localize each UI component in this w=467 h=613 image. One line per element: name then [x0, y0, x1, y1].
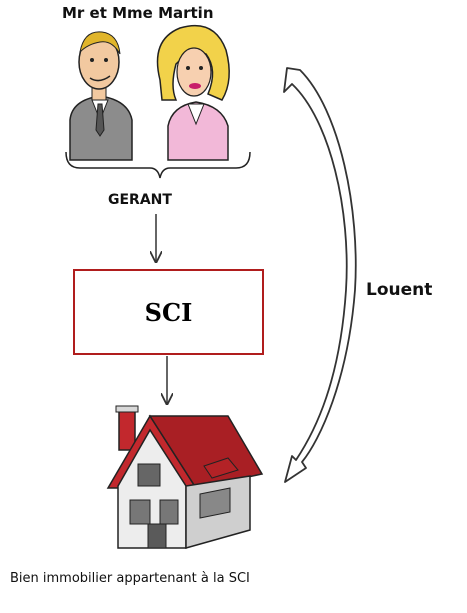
role-label: GERANT	[108, 192, 172, 208]
property-caption: Bien immobilier appartenant à la SCI	[10, 571, 250, 586]
owners-title: Mr et Mme Martin	[62, 4, 214, 22]
sci-label: SCI	[144, 297, 193, 327]
man-figure-icon	[69, 31, 133, 161]
group-brace	[65, 151, 251, 179]
woman-figure-icon	[156, 24, 230, 161]
louent-label: Louent	[366, 280, 433, 300]
louent-curved-arrow	[283, 67, 357, 483]
sci-box: SCI	[73, 269, 264, 355]
house-icon	[106, 405, 264, 549]
